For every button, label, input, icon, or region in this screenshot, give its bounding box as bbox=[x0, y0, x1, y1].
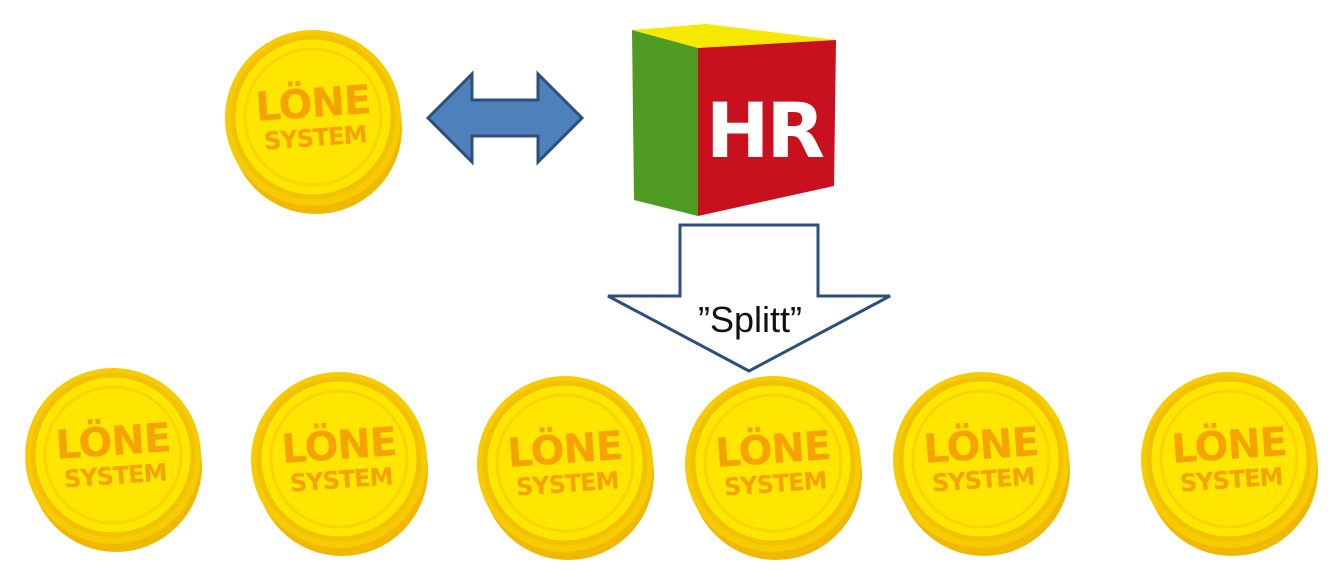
coin-label: LÖNE SYSTEM bbox=[209, 15, 418, 224]
coin-icon bbox=[25, 368, 202, 552]
payroll-coin: LÖNE SYSTEM bbox=[1132, 364, 1328, 560]
payroll-coin: LÖNE SYSTEM bbox=[468, 368, 664, 564]
payroll-coin: LÖNE SYSTEM bbox=[16, 360, 212, 556]
split-label: ”Splitt” bbox=[697, 299, 802, 340]
coin-label: LÖNE SYSTEM bbox=[461, 361, 670, 570]
coin-icon bbox=[225, 30, 402, 214]
payroll-coin: LÖNE SYSTEM bbox=[884, 364, 1080, 560]
coin-label: LÖNE SYSTEM bbox=[235, 357, 444, 566]
coin-label: LÖNE SYSTEM bbox=[877, 357, 1086, 566]
coin-label-line2: SYSTEM bbox=[1179, 462, 1284, 498]
coin-icon bbox=[477, 376, 654, 560]
payroll-coin: LÖNE SYSTEM bbox=[676, 368, 872, 564]
coin-label-line2: SYSTEM bbox=[515, 466, 620, 502]
down-arrow-icon bbox=[607, 223, 891, 373]
coin-icon bbox=[685, 376, 862, 560]
coin-icon bbox=[1141, 372, 1318, 556]
coin-label-line2: SYSTEM bbox=[931, 462, 1036, 498]
coin-icon bbox=[893, 372, 1070, 556]
hr-cube-icon bbox=[632, 24, 836, 216]
coin-label-line2: SYSTEM bbox=[263, 120, 368, 156]
coin-label: LÖNE SYSTEM bbox=[669, 361, 878, 570]
coin-label-line2: SYSTEM bbox=[289, 462, 394, 498]
coin-label-line2: SYSTEM bbox=[63, 458, 168, 494]
payroll-coin: LÖNE SYSTEM bbox=[242, 364, 438, 560]
coin-label: LÖNE SYSTEM bbox=[1125, 357, 1334, 566]
coin-icon bbox=[251, 372, 428, 556]
hr-label: HR bbox=[705, 85, 825, 175]
payroll-coin-top: LÖNE SYSTEM bbox=[216, 22, 412, 218]
coin-label: LÖNE SYSTEM bbox=[9, 353, 218, 562]
double-headed-arrow-icon bbox=[425, 70, 585, 166]
coin-label-line2: SYSTEM bbox=[723, 466, 828, 502]
